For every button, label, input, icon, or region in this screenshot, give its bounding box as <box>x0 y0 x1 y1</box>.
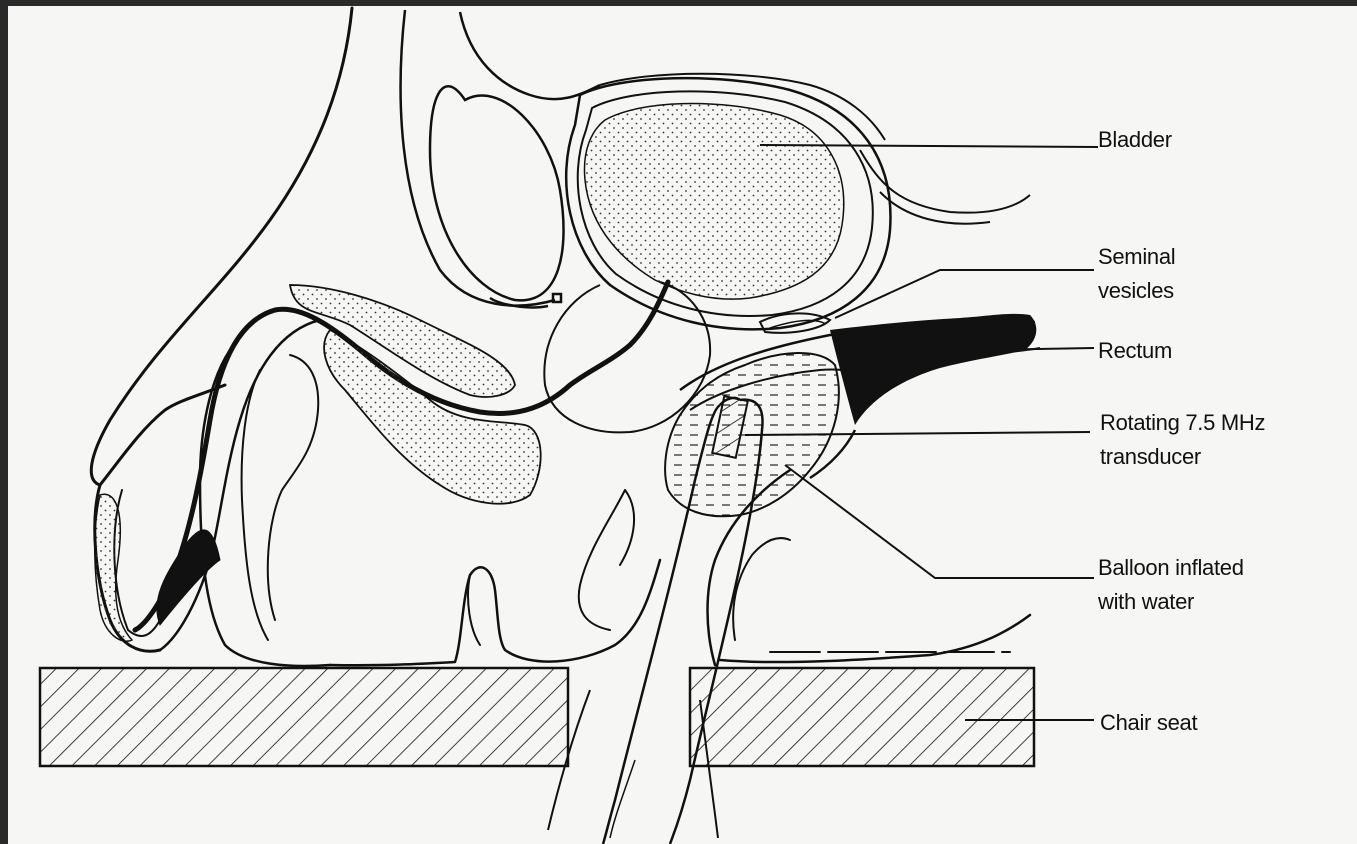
label-balloon: Balloon inflated with water <box>1098 551 1244 619</box>
label-rectum: Rectum <box>1098 334 1172 368</box>
bladder <box>566 74 1030 330</box>
pubic-bone <box>401 10 600 307</box>
label-bladder: Bladder <box>1098 123 1172 157</box>
chair-seat <box>40 668 1034 766</box>
label-seminal-vesicles: Seminal vesicles <box>1098 240 1175 308</box>
label-transducer: Rotating 7.5 MHz transducer <box>1100 406 1265 474</box>
diagram-frame: Bladder Seminal vesicles Rectum Rotating… <box>8 6 1357 844</box>
label-chair-seat: Chair seat <box>1100 706 1197 740</box>
leader-balloon <box>785 465 1094 578</box>
